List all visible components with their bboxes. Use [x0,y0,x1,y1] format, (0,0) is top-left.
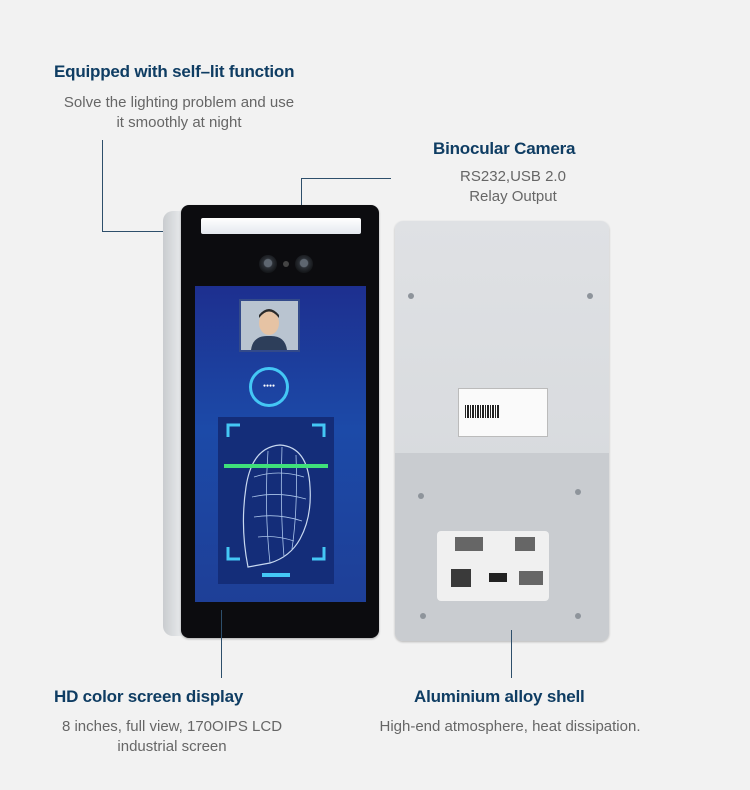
ethernet-port-icon [451,569,471,587]
screw-icon [575,613,581,619]
screw-icon [420,613,426,619]
camera-description: RS232,USB 2.0 Relay Output [428,167,598,207]
self-lit-callout-vertical [102,140,103,232]
self-lit-desc-line1: Solve the lighting problem and use [63,94,295,111]
product-label-sticker [458,388,548,437]
shell-title: Aluminium alloy shell [414,687,585,706]
barcode-icon [465,405,499,418]
face-scan-area [218,417,334,584]
screw-icon [587,293,593,299]
back-plate [395,221,609,641]
screw-icon [575,489,581,495]
self-lit-desc-line2: it smoothly at night [116,114,242,131]
camera-desc-line1: RS232,USB 2.0 [460,168,566,185]
sensor-dot-icon [283,261,289,267]
camera-desc-line2: Relay Output [469,188,557,205]
screw-icon [418,493,424,499]
device-front-panel: ●●●● [181,205,379,638]
verify-ring-icon: ●●●● [249,367,289,407]
screen-title: HD color screen display [54,687,244,706]
camera-lens-right-icon [295,255,313,273]
camera-title: Binocular Camera [433,139,576,158]
captured-face-thumbnail [239,299,300,352]
device-screen: ●●●● [195,286,366,602]
screen-description: 8 inches, full view, 170OIPS LCD industr… [32,717,312,757]
fill-light-bar [201,218,361,234]
self-lit-description: Solve the lighting problem and use it sm… [34,93,324,133]
camera-lens-left-icon [259,255,277,273]
terminal-block-icon [515,537,535,551]
wireframe-face-icon [226,423,326,577]
scan-line [224,464,328,468]
usb-port-icon [489,573,507,582]
terminal-block-icon [455,537,483,551]
screen-desc-line2: industrial screen [117,738,227,755]
camera-callout-horizontal [301,178,391,179]
self-lit-title: Equipped with self–lit function [54,62,295,81]
ring-label: ●●●● [262,383,276,389]
shell-desc-line1: High-end atmosphere, heat dissipation. [379,718,641,735]
screw-icon [408,293,414,299]
screen-desc-line1: 8 inches, full view, 170OIPS LCD [61,718,283,735]
shell-callout-vertical [511,630,512,678]
terminal-block-icon [519,571,543,585]
shell-description: High-end atmosphere, heat dissipation. [360,717,660,737]
self-lit-callout-horizontal [102,231,218,232]
connector-panel [437,531,549,601]
screen-callout-vertical [221,610,222,678]
front-device: ●●●● [163,205,379,638]
